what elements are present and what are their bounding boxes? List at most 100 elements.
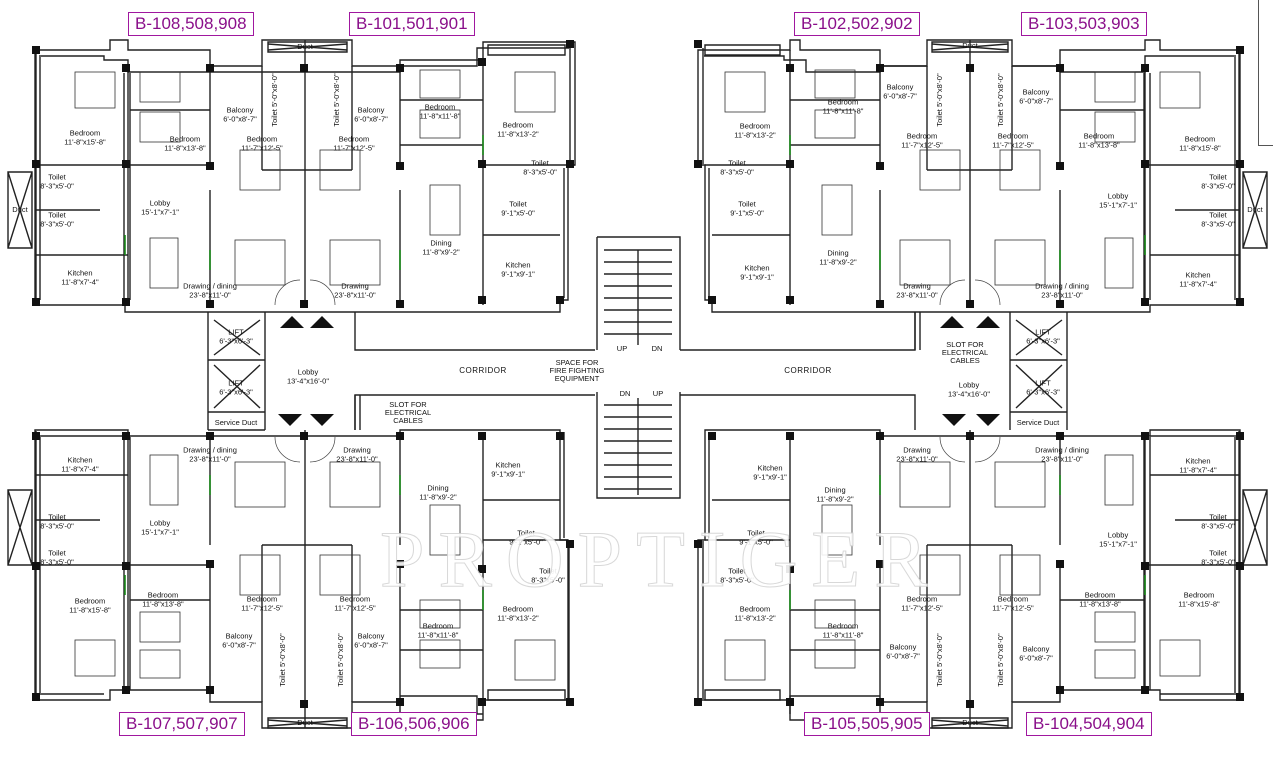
room-toilet: Toilet 5'-0"x8'-0"	[331, 73, 341, 127]
corridor-label-right: CORRIDOR	[784, 366, 832, 375]
room-toilet: Toilet 5'-0"x8'-0"	[995, 73, 1005, 127]
duct-label: Duct	[1247, 205, 1263, 214]
stair-down-label: DN	[651, 344, 663, 353]
room-toilet: Toilet 5'-0"x8'-0"	[934, 633, 944, 687]
room-toilet: Toilet 5'-0"x8'-0"	[335, 633, 345, 687]
unit-label-top-left-a: B-108,508,908	[128, 12, 254, 36]
duct-label: Duct	[12, 205, 28, 214]
stair-up-label: UP	[616, 344, 628, 353]
unit-label-top-right-a: B-102,502,902	[794, 12, 920, 36]
edge-frame	[1258, 0, 1273, 146]
unit-label-bottom-right-a: B-105,505,905	[804, 712, 930, 736]
watermark: PROPTIGER	[380, 516, 942, 605]
room-toilet: Toilet 5'-0"x8'-0"	[995, 633, 1005, 687]
duct-label: Duct	[297, 718, 313, 727]
stair-up-label: UP	[652, 389, 664, 398]
service-duct-label: Service Duct	[1016, 417, 1060, 427]
unit-label-bottom-left-a: B-107,507,907	[119, 712, 245, 736]
service-duct-label: Service Duct	[214, 417, 258, 427]
duct-label: Duct	[962, 718, 978, 727]
unit-label-bottom-left-b: B-106,506,906	[351, 712, 477, 736]
unit-label-top-left-b: B-101,501,901	[349, 12, 475, 36]
room-toilet: Toilet 5'-0"x8'-0"	[277, 633, 287, 687]
stair-down-label: DN	[619, 389, 631, 398]
corridor-label-left: CORRIDOR	[459, 366, 507, 375]
duct-label: Duct	[297, 42, 313, 51]
